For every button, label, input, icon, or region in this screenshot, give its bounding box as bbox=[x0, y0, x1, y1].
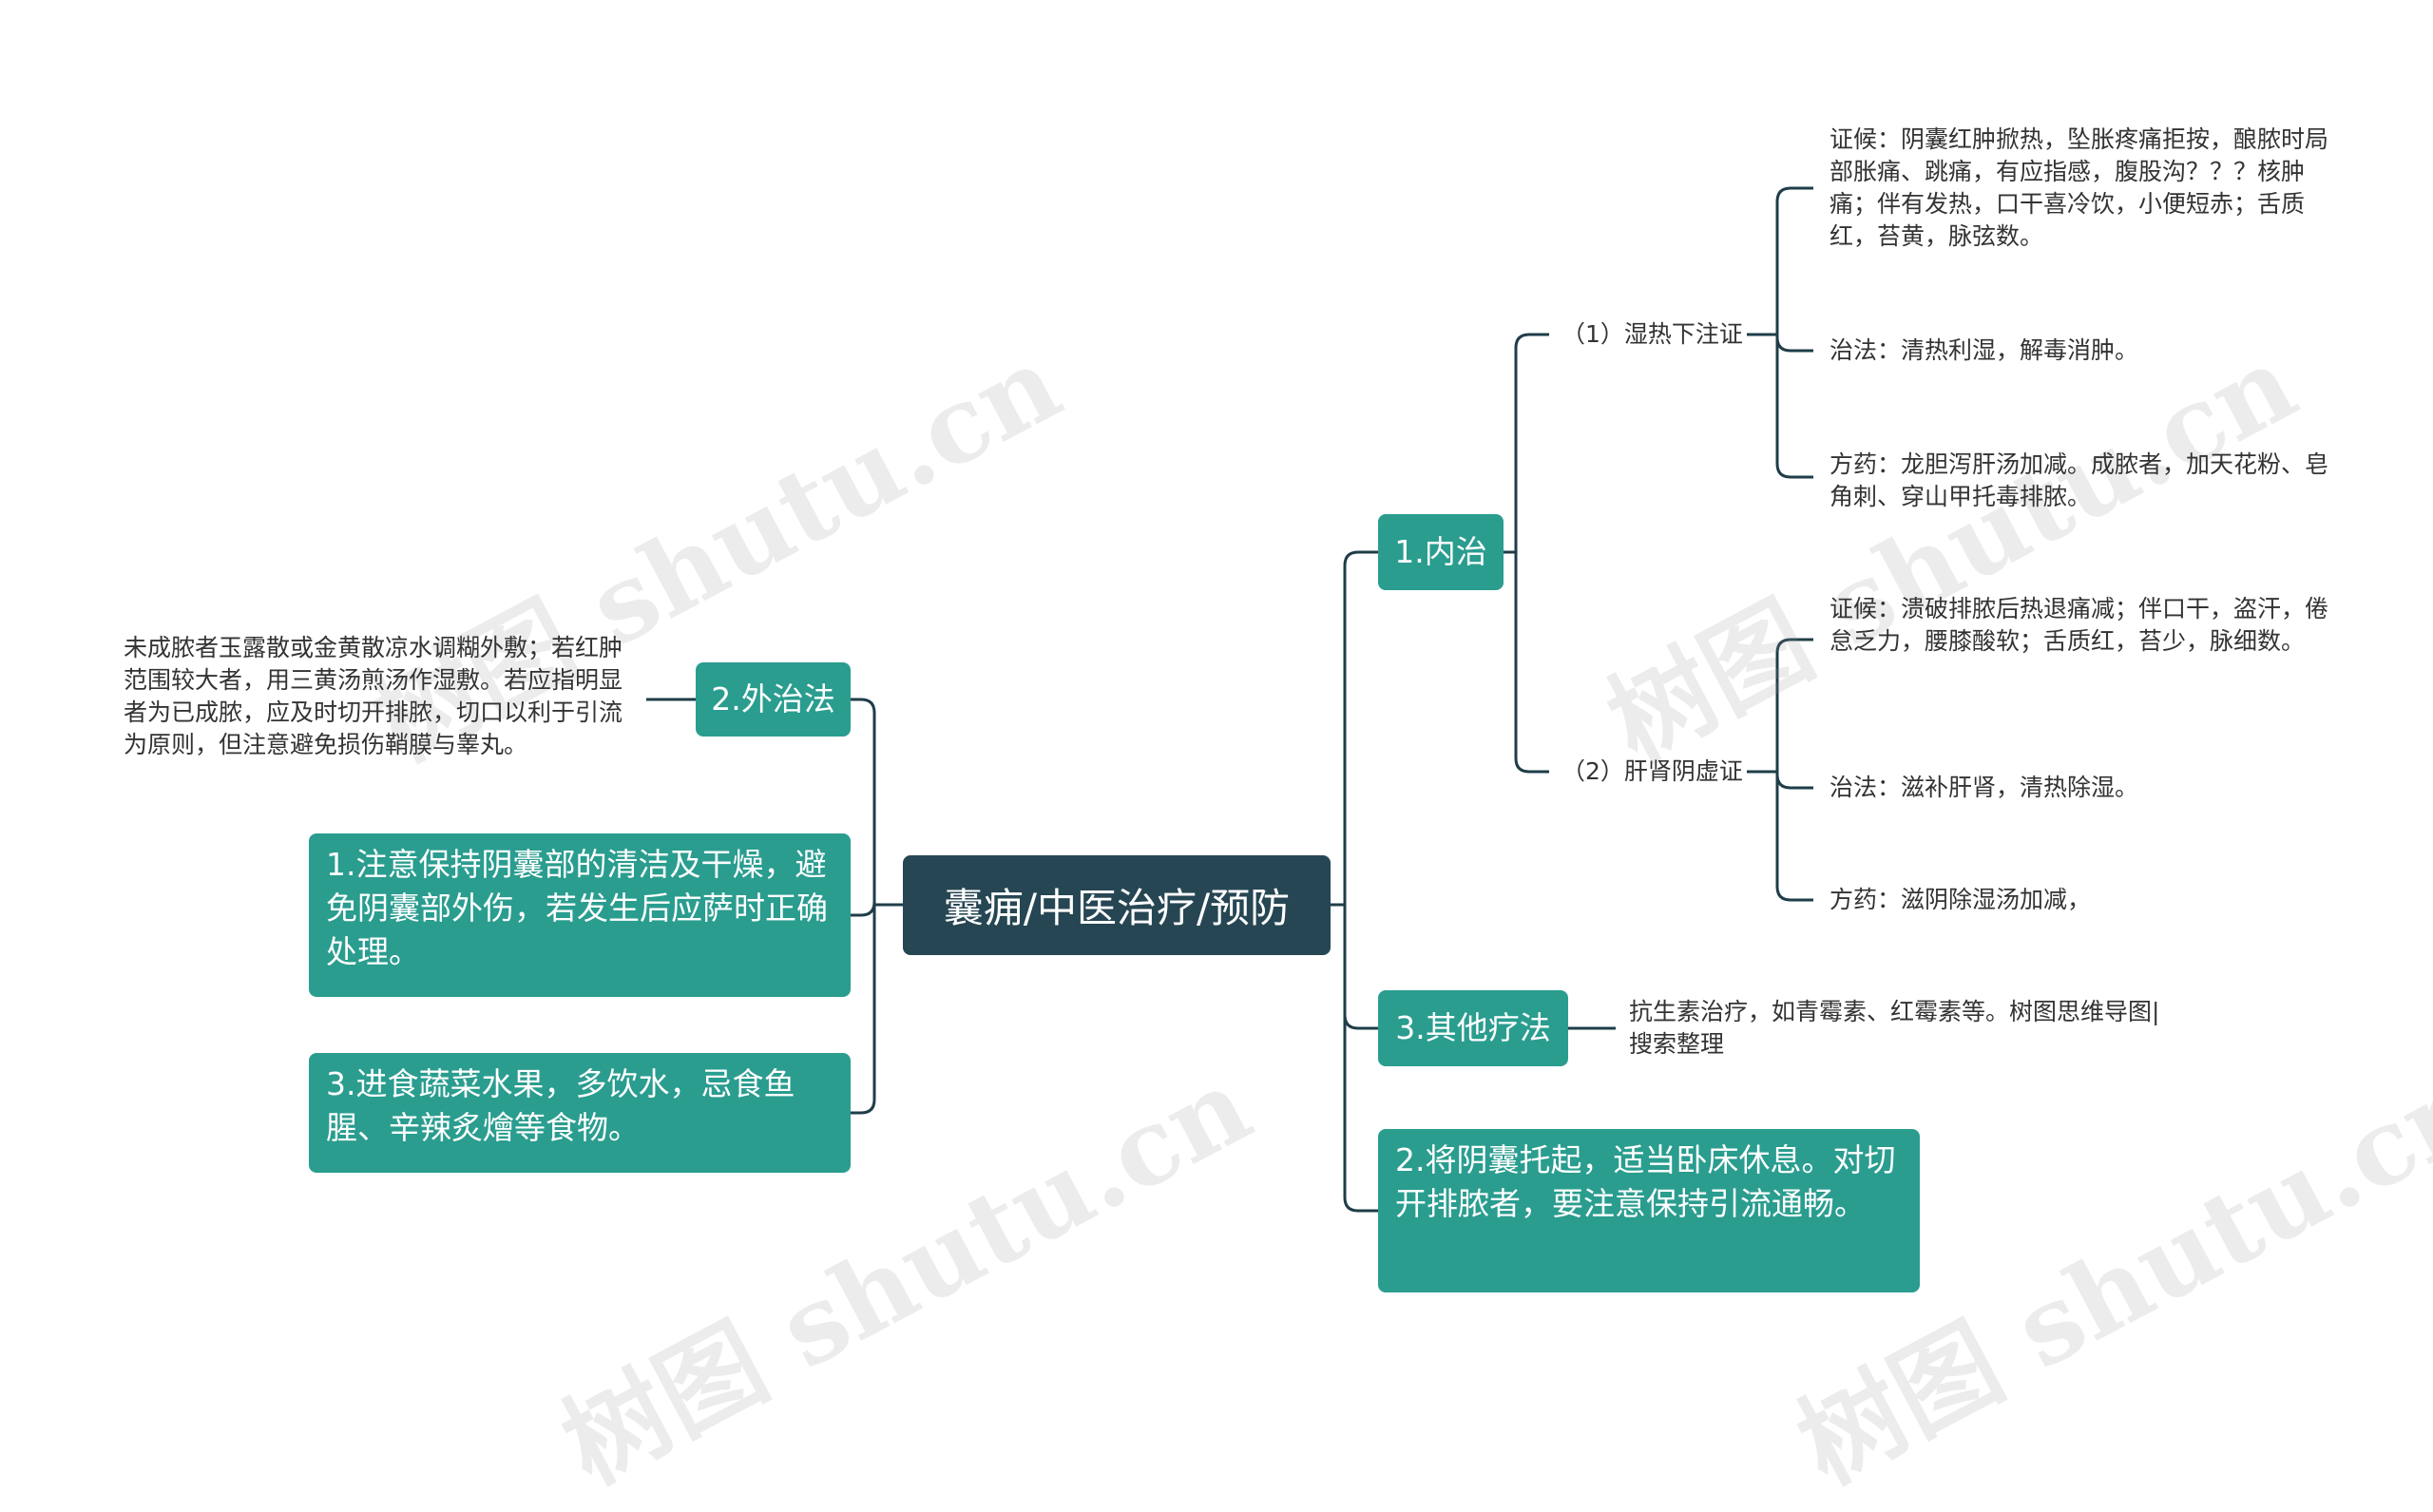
root-right-branch-1 bbox=[1343, 905, 1378, 1030]
yin-def-method[interactable]: 治法：滋补肝肾，清热除湿。 bbox=[1830, 774, 2139, 801]
internal-branch-1 bbox=[1514, 552, 1549, 774]
yin-def-symptoms[interactable]: 证候：溃破排脓后热退痛减；伴口干，盗汗，倦怠乏力，腰膝酸软；舌质红，苔少，脉细数… bbox=[1830, 595, 2329, 655]
other-therapy-detail[interactable]: 抗生素治疗，如青霉素、红霉素等。树图思维导图|搜索整理 bbox=[1629, 998, 2160, 1058]
yin-def-branch-0 bbox=[1775, 638, 1813, 772]
root-right-branch-2 bbox=[1343, 905, 1378, 1213]
damp-heat-branch-1 bbox=[1775, 335, 1813, 353]
topic-prevention-1[interactable]: 1.注意保持阴囊部的清洁及干燥，避免阴囊部外伤，若发生后应萨时正确处理。 bbox=[309, 833, 851, 997]
external-treatment-detail[interactable]: 未成脓者玉露散或金黄散凉水调糊外敷；若红肿范围较大者，用三黄汤煎汤作湿敷。若应指… bbox=[124, 634, 623, 758]
root-topic[interactable]: 囊痈/中医治疗/预防 bbox=[903, 855, 1331, 955]
root-right-branch-0 bbox=[1343, 550, 1378, 905]
root-left-branch-1 bbox=[851, 901, 876, 917]
connector-lines bbox=[646, 186, 1813, 1213]
damp-heat-formula[interactable]: 方药：龙胆泻肝汤加减。成脓者，加天花粉、皂角刺、穿山甲托毒排脓。 bbox=[1830, 450, 2329, 510]
topic-internal-treatment[interactable]: 1.内治 bbox=[1378, 514, 1504, 590]
damp-heat-branch-2 bbox=[1775, 335, 1813, 479]
yin-def-branch-2 bbox=[1775, 772, 1813, 902]
damp-heat-symptoms[interactable]: 证候：阴囊红肿掀热，坠胀疼痛拒按，酿脓时局部胀痛、跳痛，有应指感，腹股沟？？？核… bbox=[1830, 125, 2329, 250]
topic-other-therapy[interactable]: 3.其他疗法 bbox=[1378, 990, 1568, 1066]
root-left-branch-0 bbox=[851, 698, 876, 905]
damp-heat-method[interactable]: 治法：清热利湿，解毒消肿。 bbox=[1830, 336, 2139, 364]
yin-def-formula[interactable]: 方药：滋阴除湿汤加减， bbox=[1830, 886, 2092, 913]
yin-def-branch-1 bbox=[1775, 772, 1813, 790]
subtopic-liver-kidney-yin[interactable]: （2）肝肾阴虚证 bbox=[1561, 757, 1743, 785]
subtopic-damp-heat[interactable]: （1）湿热下注证 bbox=[1561, 320, 1743, 348]
damp-heat-branch-0 bbox=[1775, 186, 1813, 335]
topic-external-treatment[interactable]: 2.外治法 bbox=[696, 662, 851, 737]
root-left-branch-2 bbox=[851, 905, 876, 1115]
mind-map: 树图 shutu.cn 树图 shutu.cn 树图 shutu.cn 树图 s… bbox=[124, 125, 2433, 1507]
topic-prevention-2[interactable]: 2.将阴囊托起，适当卧床休息。对切开排脓者，要注意保持引流通畅。 bbox=[1378, 1129, 1920, 1292]
topic-prevention-3[interactable]: 3.进食蔬菜水果，多饮水，忌食鱼腥、辛辣炙燴等食物。 bbox=[309, 1053, 851, 1173]
internal-branch-0 bbox=[1514, 333, 1549, 552]
